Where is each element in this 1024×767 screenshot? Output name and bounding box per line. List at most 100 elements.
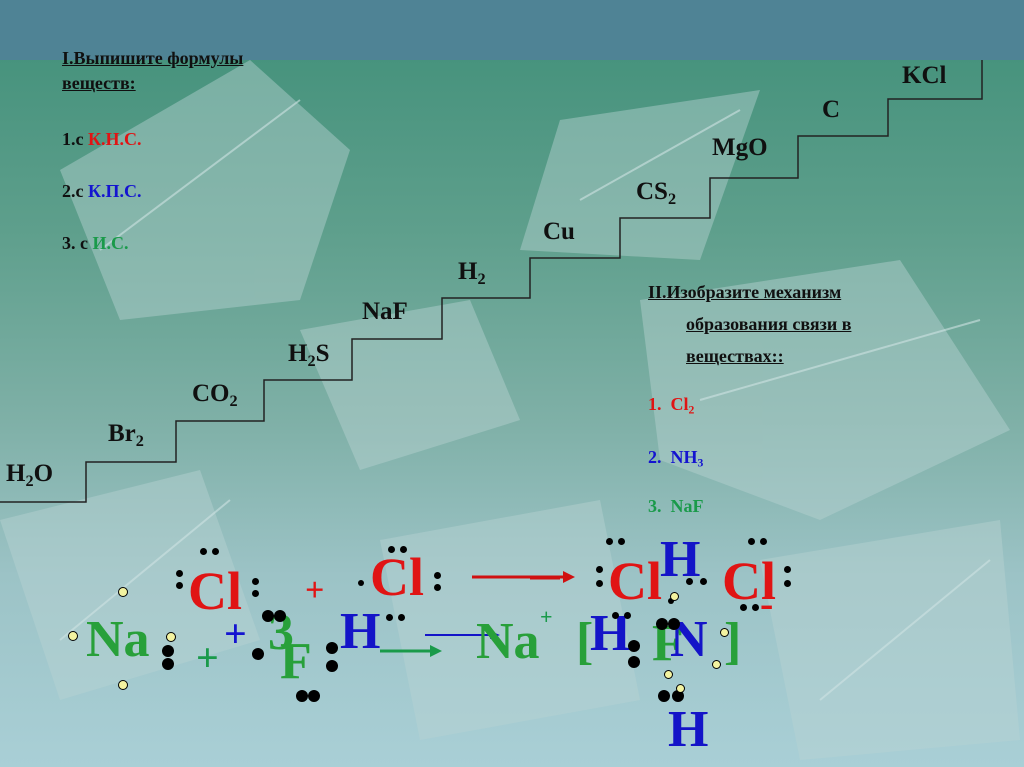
electron-dot [656,618,668,630]
leaf-shape [60,60,350,320]
h-atom-blue: H [340,603,381,660]
step-co2: CO2 [192,380,238,411]
step-cu: Cu [543,218,575,245]
electron-dot [596,566,603,573]
electron-dot [658,690,670,702]
electron-dot [748,538,755,545]
electron-dot [712,660,721,669]
electron-dot [670,592,679,601]
task2-item-1-sub: 2 [688,403,695,417]
step-cs2-sub: 2 [667,189,677,208]
electron-dot [118,680,128,690]
task1-item-3: 3. с И.С. [62,233,129,254]
step-mgo: MgO [712,134,768,161]
task1-title-line2: веществ: [62,73,136,93]
task2-item-3-num: 3. [648,496,662,516]
step-h2o-sub: 2 [25,471,34,490]
leaf-shape [640,260,1010,520]
electron-dot [628,656,640,668]
leaf-vein [699,319,981,401]
electron-dot [262,610,274,622]
task2-title-line1: II.Изобразите механизм [648,282,842,302]
plus-charge-small: + [540,604,553,629]
step-h2s-sub: 2 [307,351,316,370]
task2-item-2-value: NH [670,447,698,467]
electron-dot [760,538,767,545]
electron-dot [166,632,176,642]
step-h2o: H2O [6,460,53,491]
electron-dot [606,538,613,545]
plus-blue: + [224,611,247,656]
leaf-shape [300,300,520,470]
cl-atom-mid: Cl [370,547,424,607]
step-co2-main: CO [192,380,230,407]
plus-green: + [196,635,219,680]
h-atom-left: H [590,605,631,662]
step-h2-sub: 2 [477,269,486,288]
task1-item-2-prefix: 2.с [62,181,88,201]
electron-dot [596,580,603,587]
step-h2o-o: O [33,460,54,487]
electron-dot [326,660,338,672]
electron-dot [700,578,707,585]
electron-dot [664,670,673,679]
task2-item-3: 3. NaF [648,496,704,517]
task2-item-1: 1. Cl2 [648,394,694,417]
leaf-shape [760,520,1020,760]
top-band [0,0,1024,60]
task2-item-1-value: Cl [670,394,689,414]
task2-title-line2: образования связи в [686,314,852,334]
electron-dot [386,614,393,621]
electron-dot [400,546,407,553]
staircase-line [0,60,983,503]
step-co2-sub: 2 [229,391,238,410]
h-atom-top: H [660,531,701,588]
electron-dot [252,590,259,597]
task1-item-2-value: К.П.С. [88,181,142,201]
step-cs2: CS2 [636,178,676,209]
electron-dot [200,548,207,555]
step-cs2-main: CS [636,178,668,205]
task2-item-2-num: 2. [648,447,662,467]
leaf-shape [380,500,640,740]
step-br2-main: Br [108,420,136,447]
step-br2: Br2 [108,420,144,451]
electron-dot [752,604,759,611]
cl-atom-left: Cl [188,561,242,621]
minus-red: - [760,581,774,626]
electron-dot [434,572,441,579]
electron-dot [628,640,640,652]
leaf-vein [819,559,991,701]
task1-item-1-prefix: 1.с [62,129,88,149]
step-h2o-h: H [6,460,26,487]
task2-title-line3: веществах:: [686,346,784,366]
electron-dot [624,612,631,619]
electron-dot [308,690,320,702]
reaction-arrow-3-head [430,645,442,657]
task2-item-2-sub: 3 [697,456,704,470]
leaf-vein [99,99,301,251]
leaf-vein [579,109,741,201]
electron-dot [668,618,680,630]
reaction-arrow-2-head [490,631,500,639]
plus-red: + [305,572,325,609]
task1-item-3-value: И.С. [92,233,129,253]
electron-dot [212,548,219,555]
electron-dot [612,612,619,619]
step-naf: NaF [362,298,408,325]
electron-dot [398,614,405,621]
electron-dot [252,648,264,660]
na-atom-left: Na [86,611,150,668]
electron-dot [672,690,684,702]
step-h2s-h: H [288,340,308,367]
task1-item-2: 2.с К.П.С. [62,181,142,202]
leaf-shape [0,470,260,700]
step-h2s-s: S [315,340,330,367]
electron-dot [68,631,78,641]
task2-item-1-num: 1. [648,394,662,414]
task1-title-line1: I.Выпишите формулы [62,48,244,68]
step-kcl: KCl [902,62,947,89]
electron-dot [296,690,308,702]
electron-dot [274,610,286,622]
task1-item-1: 1.с К.Н.С. [62,129,142,150]
